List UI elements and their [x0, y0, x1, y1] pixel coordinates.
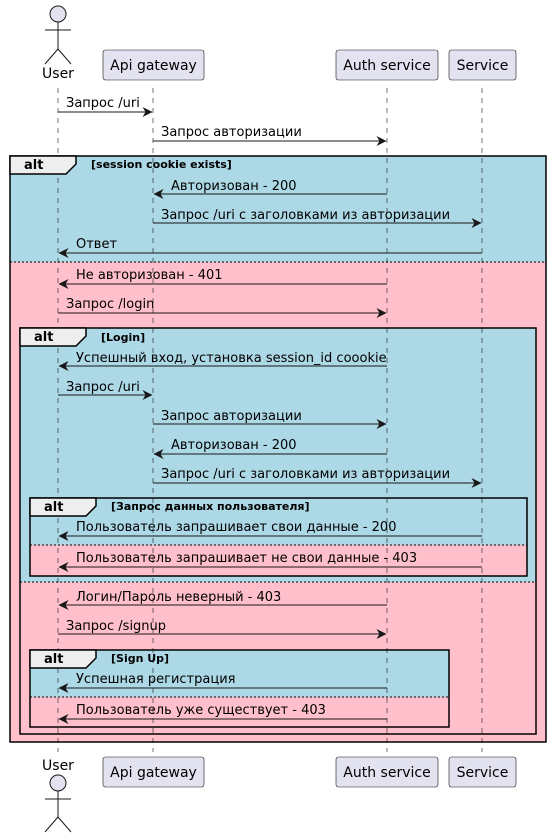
alt-signup-tab — [29, 649, 97, 669]
message-10-label: Запрос авторизации — [161, 409, 302, 424]
message-18: Пользователь уже существует - 403 — [58, 703, 387, 724]
message-13: Пользователь запрашивает свои данные - 2… — [58, 520, 482, 541]
message-7-label: Запрос /login — [66, 297, 154, 312]
alt-outer-keyword: alt — [24, 158, 43, 173]
alt-login-keyword: alt — [34, 330, 53, 345]
message-8: Успешный вход, установка session_id cooo… — [58, 351, 387, 371]
message-7: Запрос /login — [58, 297, 387, 318]
participant-box-api-gateway-bottom — [102, 756, 205, 788]
alt-userdata-frame — [29, 497, 528, 577]
message-6-label: Не авторизован - 401 — [76, 268, 223, 283]
message-12-label: Запрос /uri с заголовками из авторизации — [161, 467, 450, 482]
alt-userdata-success-region — [30, 498, 527, 545]
alt-signup-success-region — [30, 650, 449, 697]
message-18-label: Пользователь уже существует - 403 — [76, 703, 326, 718]
message-3: Авторизован - 200 — [153, 179, 387, 199]
message-9: Запрос /uri — [58, 380, 153, 400]
message-5: Ответ — [58, 237, 482, 258]
message-1-label: Запрос /uri — [66, 96, 140, 111]
message-13-label: Пользователь запрашивает свои данные - 2… — [76, 520, 396, 535]
alt-login-frame — [19, 327, 537, 735]
participant-label-auth-service-bottom: Auth service — [343, 765, 430, 781]
participant-label-user-top: User — [42, 66, 74, 82]
message-15: Логин/Пароль неверный - 403 — [58, 590, 387, 610]
actor-user-bottom: User — [42, 758, 74, 833]
alt-signup-failure-region — [30, 697, 449, 727]
message-14: Пользователь запрашивает не свои данные … — [58, 551, 482, 572]
participant-label-api-gateway-bottom: Api gateway — [110, 765, 197, 781]
message-17: Успешная регистрация — [58, 672, 387, 693]
alt-login-guard: [Login] — [101, 331, 145, 344]
alt-userdata-tab — [29, 497, 97, 517]
message-14-label: Пользователь запрашивает не свои данные … — [76, 551, 417, 566]
participant-box-api-gateway-top — [102, 49, 205, 81]
participant-label-service-bottom: Service — [457, 765, 509, 781]
message-17-label: Успешная регистрация — [76, 672, 235, 687]
message-12: Запрос /uri с заголовками из авторизации — [153, 467, 482, 488]
alt-signup-frame — [29, 649, 450, 728]
message-5-label: Ответ — [76, 237, 117, 252]
participant-label-service-top: Service — [457, 58, 509, 74]
alt-signup-guard: [Sign Up] — [111, 652, 169, 665]
message-2-label: Запрос авторизации — [161, 125, 302, 140]
message-16-label: Запрос /signup — [66, 619, 166, 634]
participant-box-auth-service-bottom — [335, 756, 439, 788]
participant-label-api-gateway-top: Api gateway — [110, 58, 197, 74]
alt-outer-frame — [9, 155, 547, 743]
message-11: Авторизован - 200 — [153, 438, 387, 459]
participant-box-service-top — [448, 49, 517, 81]
alt-outer-success-region — [10, 156, 546, 262]
message-6: Не авторизован - 401 — [58, 268, 387, 289]
message-4: Запрос /uri с заголовками из авторизации — [153, 208, 482, 228]
message-8-label: Успешный вход, установка session_id cooo… — [76, 351, 387, 366]
message-1: Запрос /uri — [58, 96, 153, 117]
message-2: Запрос авторизации — [153, 125, 387, 146]
participant-label-user-bottom: User — [42, 758, 74, 774]
alt-outer-tab — [9, 155, 77, 175]
alt-userdata-failure-region — [30, 545, 527, 576]
message-15-label: Логин/Пароль неверный - 403 — [76, 590, 281, 605]
alt-outer-guard: [session cookie exists] — [91, 158, 232, 171]
alt-userdata-guard: [Запрос данных пользователя] — [111, 500, 310, 513]
actor-user-bottom-icon — [44, 774, 72, 833]
message-4-label: Запрос /uri с заголовками из авторизации — [161, 208, 450, 223]
actor-user-icon — [44, 5, 72, 65]
message-9-label: Запрос /uri — [66, 380, 140, 395]
alt-userdata-keyword: alt — [44, 500, 63, 515]
alt-login-tab — [19, 327, 87, 347]
message-10: Запрос авторизации — [153, 409, 387, 429]
actor-user-top: User — [42, 5, 74, 82]
message-16: Запрос /signup — [58, 619, 387, 639]
alt-signup-keyword: alt — [44, 652, 63, 667]
message-11-label: Авторизован - 200 — [171, 438, 297, 453]
participant-label-auth-service-top: Auth service — [343, 58, 430, 74]
message-3-label: Авторизован - 200 — [171, 179, 297, 194]
participant-box-service-bottom — [448, 756, 517, 788]
participant-box-auth-service-top — [335, 49, 439, 81]
